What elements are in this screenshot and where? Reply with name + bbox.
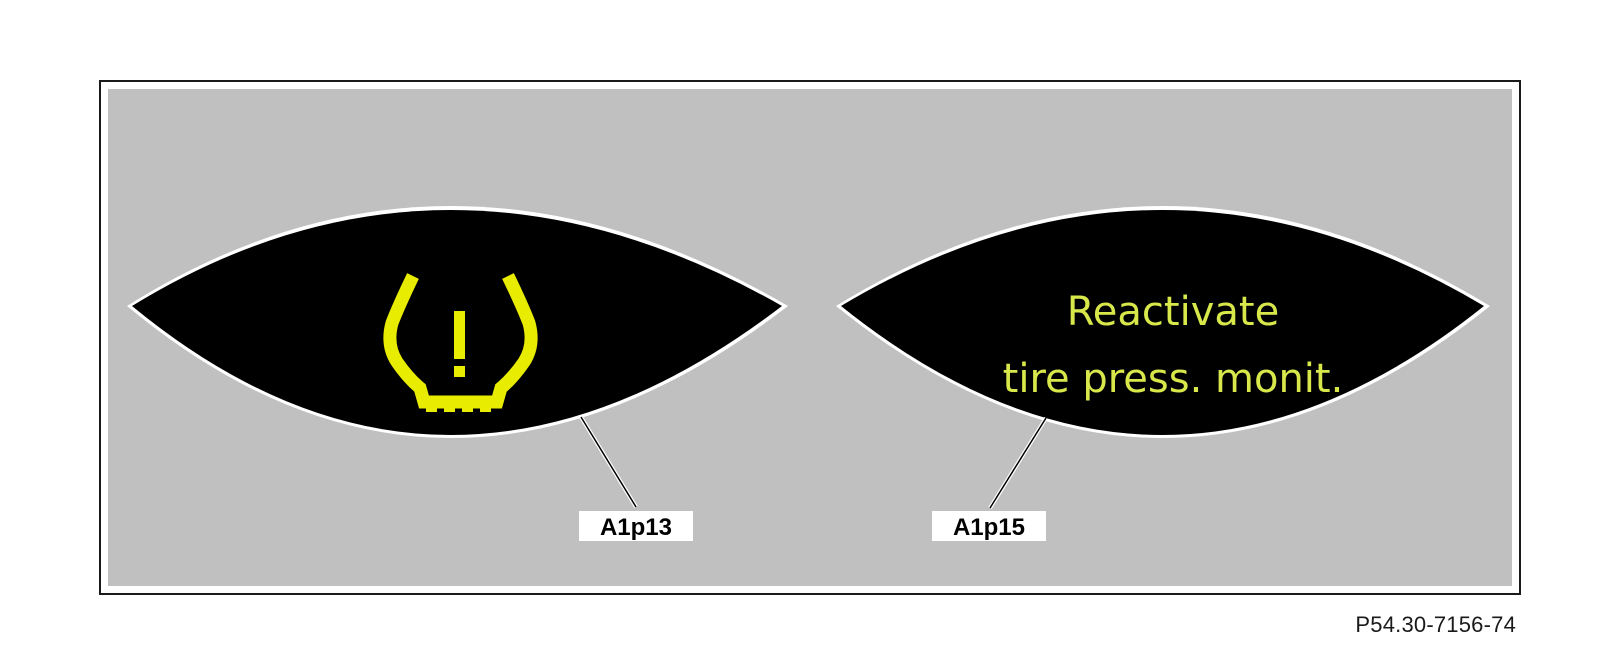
callout-label-a1p13: A1p13 — [600, 514, 672, 541]
reference-code: P54.30-7156-74 — [1355, 612, 1516, 637]
leader-line-a1p13 — [579, 415, 638, 509]
tire-pressure-warning-icon — [383, 273, 538, 412]
exclamation-bar — [454, 311, 465, 359]
display-text-line-1: Reactivate — [1067, 289, 1279, 335]
leader-line-a1p15 — [988, 416, 1048, 510]
right-display — [841, 210, 1484, 435]
display-text-line-2: tire press. monit. — [1003, 356, 1344, 402]
callout-label-a1p15: A1p15 — [953, 514, 1025, 541]
callout-box-a1p13 — [579, 511, 693, 541]
callout-box-a1p15 — [932, 511, 1046, 541]
exclamation-dot — [454, 366, 465, 377]
